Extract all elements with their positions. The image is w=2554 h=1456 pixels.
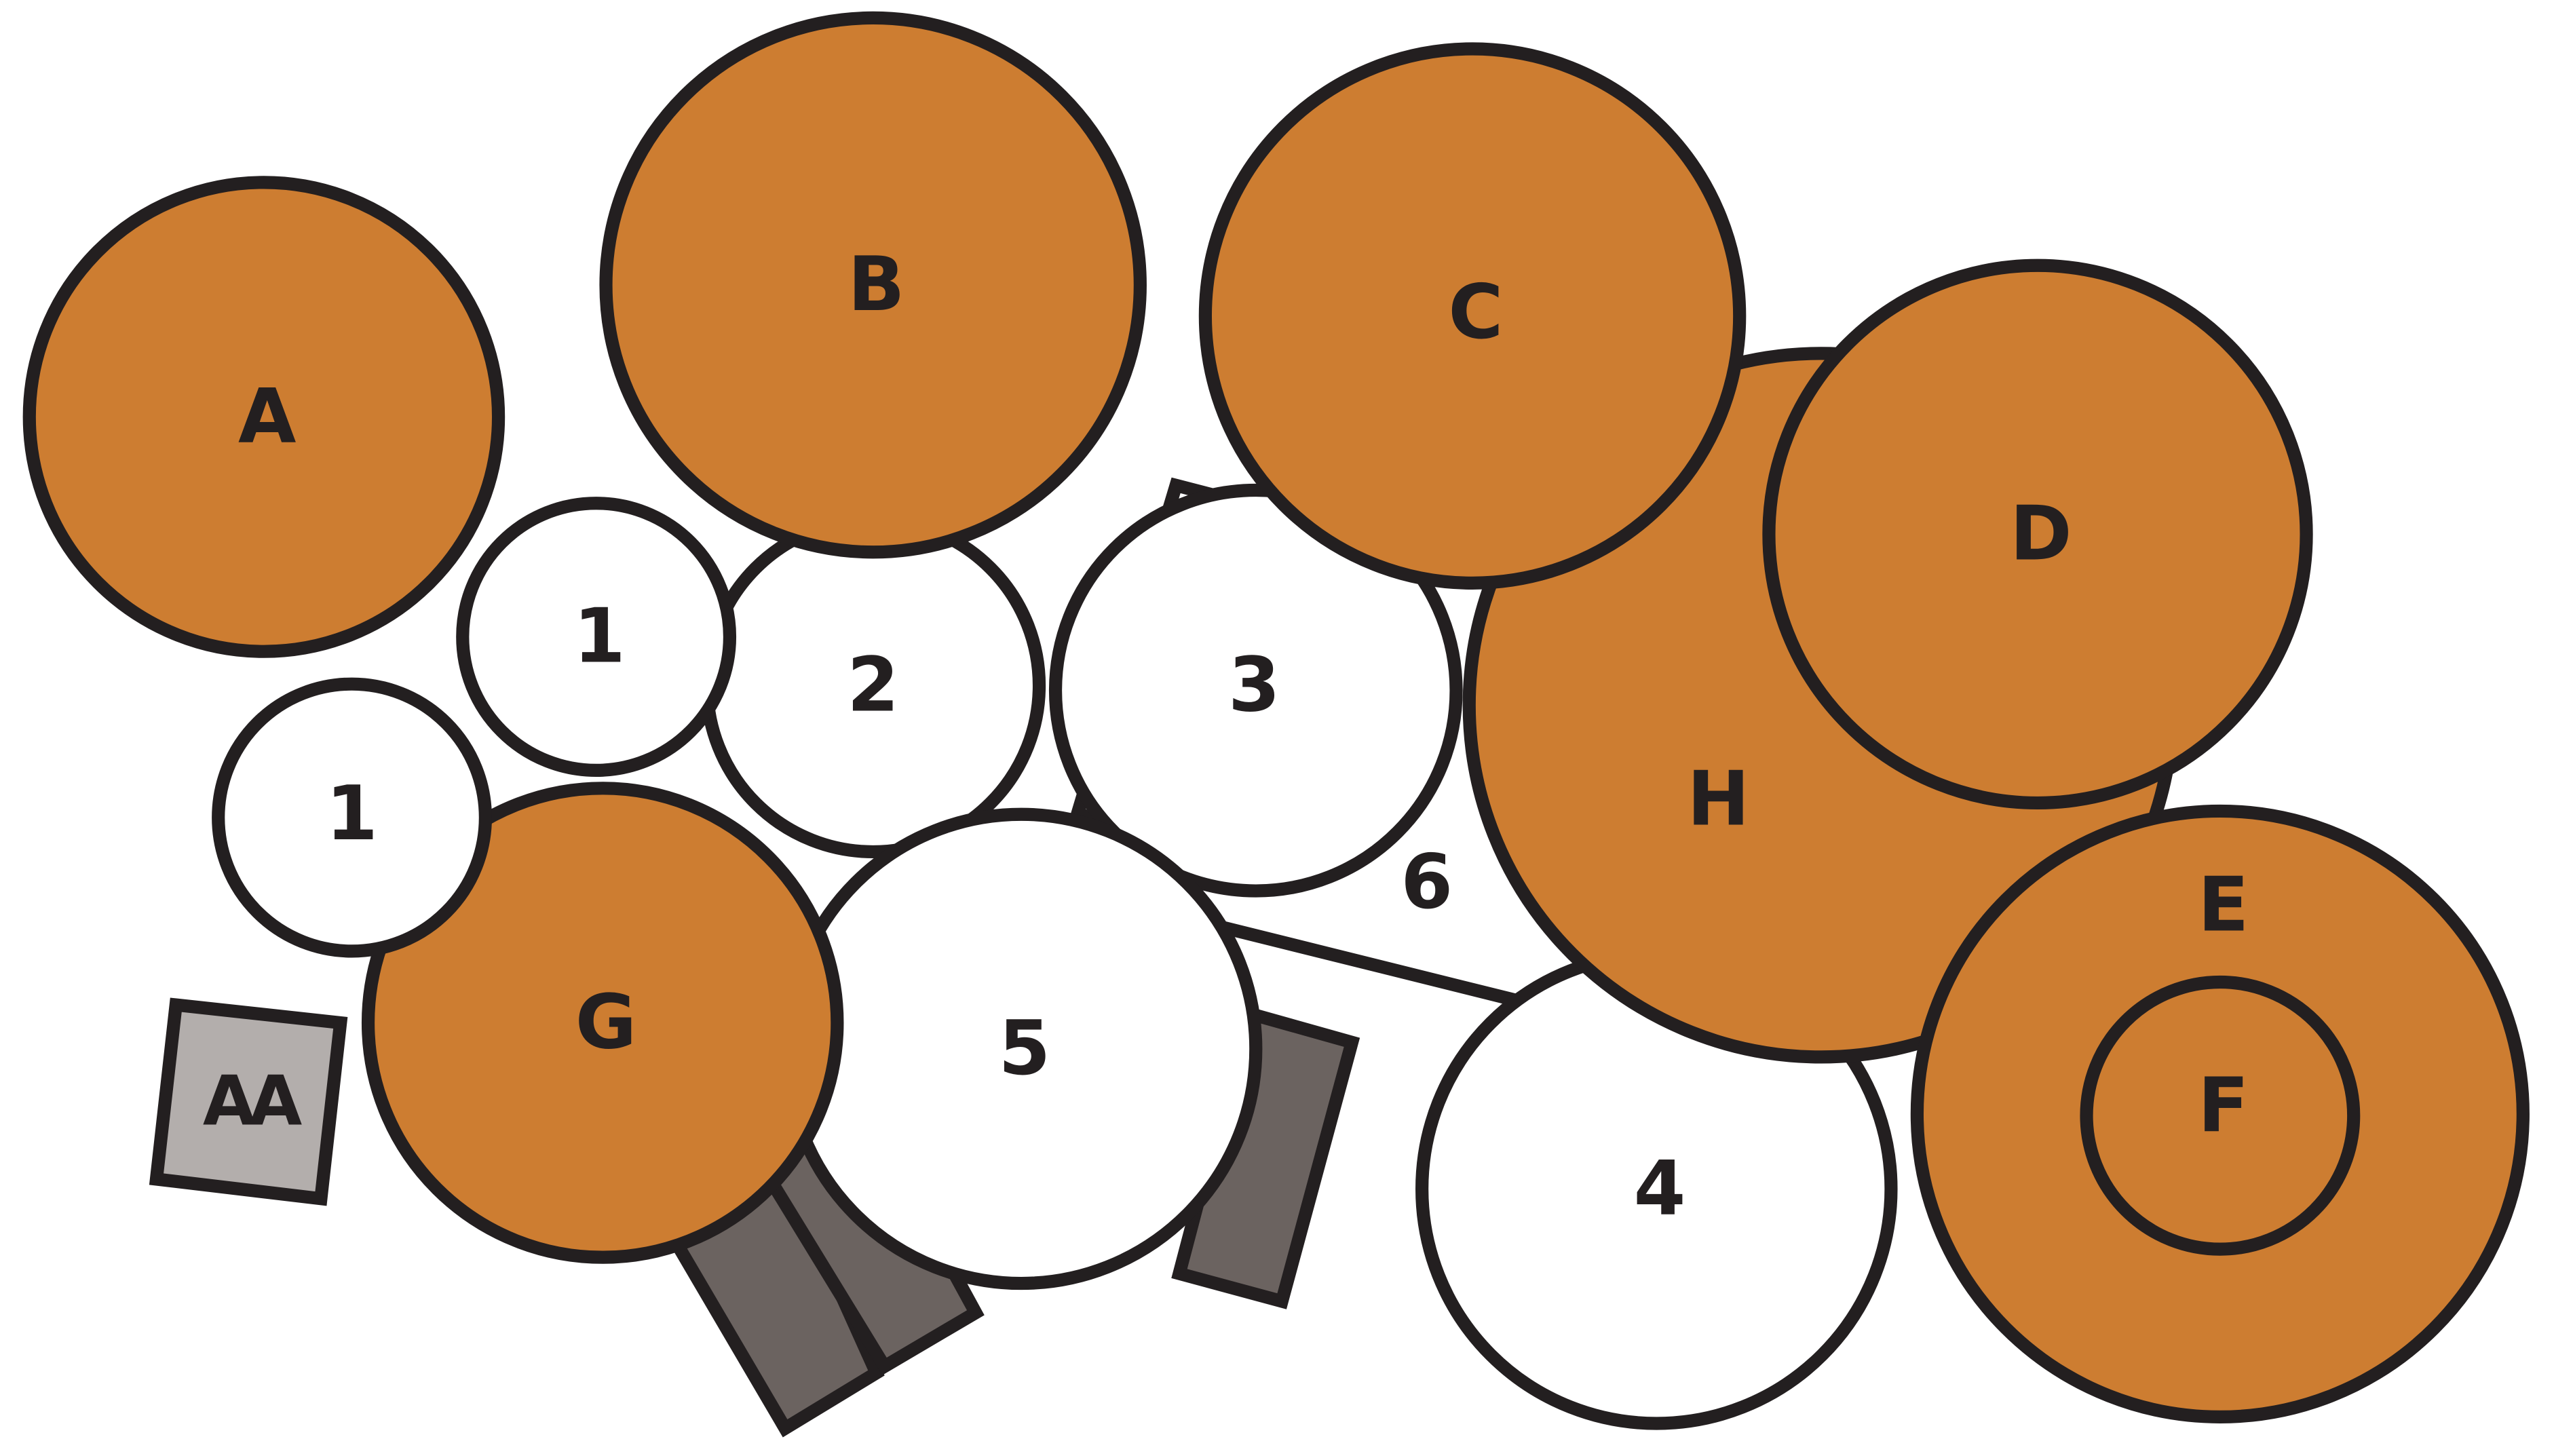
label-aa: AA [203, 1061, 302, 1141]
circle-1-left [212, 677, 492, 958]
label-1-left: 1 [326, 771, 373, 858]
label-4: 4 [1634, 1145, 1683, 1232]
circle-b [599, 11, 1147, 559]
label-5: 5 [999, 1005, 1046, 1092]
circle-1-top [456, 497, 737, 778]
circle-f [2080, 975, 2361, 1256]
label-1-top: 1 [573, 594, 621, 681]
label-f: F [2198, 1062, 2243, 1149]
circle-3 [1048, 483, 1463, 898]
label-d: D [2010, 491, 2068, 577]
label-3: 3 [1228, 643, 1275, 729]
square-aa [149, 997, 348, 1206]
label-e: E [2198, 862, 2244, 949]
label-b: B [847, 242, 900, 328]
circle-d [1762, 258, 2313, 810]
circle-a [22, 176, 506, 658]
label-6: 6 [1400, 839, 1449, 926]
label-c: C [1448, 269, 1498, 356]
label-a: A [238, 374, 296, 461]
label-h: H [1687, 756, 1743, 843]
circle-g [361, 782, 844, 1264]
label-g: G [575, 979, 632, 1066]
label-2: 2 [847, 643, 893, 729]
circle-c [1198, 42, 1747, 590]
